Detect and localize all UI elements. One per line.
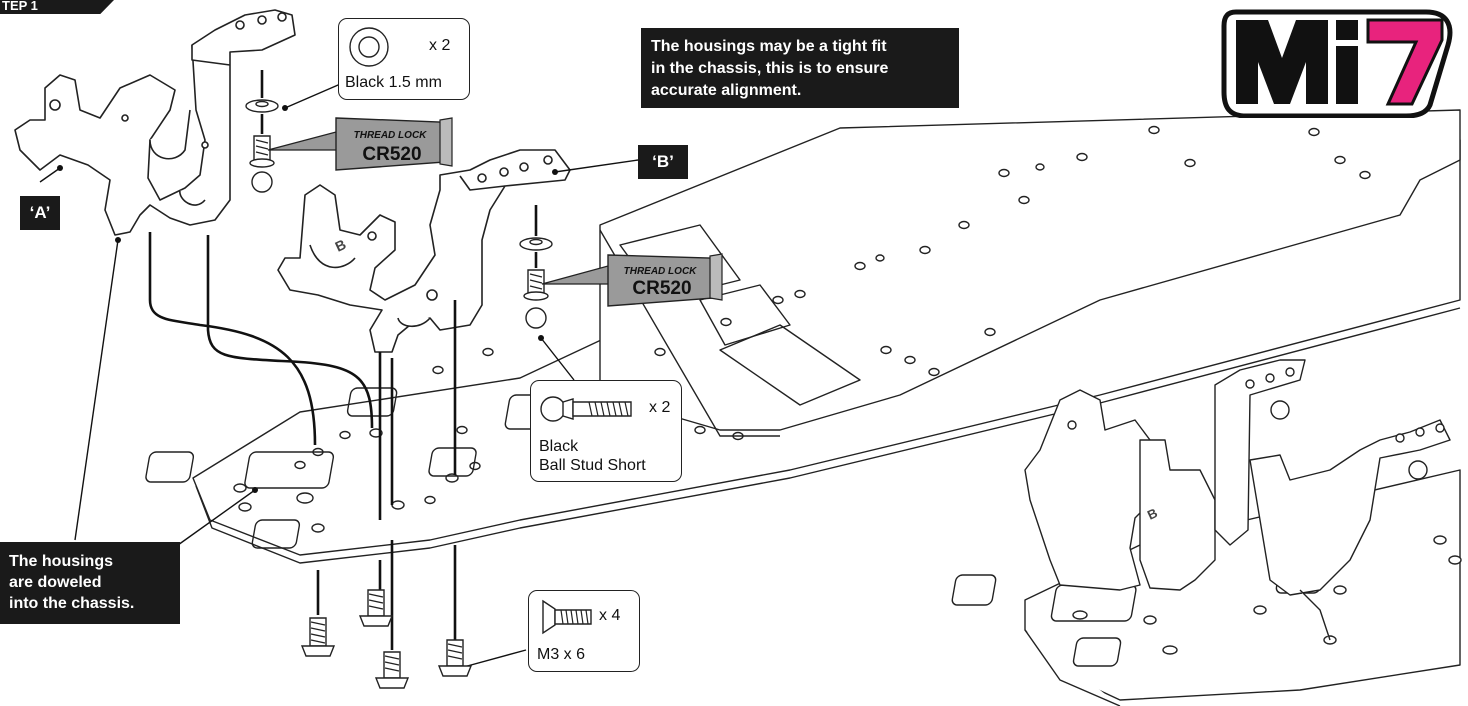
screw-name: M3 x 6 [537,646,586,663]
thread-lock-code-1: CR520 [362,144,421,165]
ballstud-line1: Black [539,438,579,455]
part-box-ballstud: x 2 Black Ball Stud Short [530,380,682,482]
note-fit-line2: in the chassis, this is to ensure [651,60,889,77]
thread-lock-code-2: CR520 [632,278,691,299]
ballstud-qty: x 2 [649,399,671,416]
ballstud-line2: Ball Stud Short [539,457,646,474]
thread-lock-tube-1: THREAD LOCK CR520 [267,117,453,171]
thread-lock-brand-1: THREAD LOCK [354,130,428,141]
label-b: ‘B’ [638,145,688,179]
thread-lock-brand-2: THREAD LOCK [624,266,698,277]
housing-b: B [277,149,571,353]
screw-qty: x 4 [599,607,621,624]
note-dowel-line3: into the chassis. [9,595,135,612]
shim-qty: x 2 [429,37,451,54]
part-box-shim: x 2 Black 1.5 mm [338,18,470,100]
part-box-screw: x 4 M3 x 6 [528,590,640,672]
shim-icon [349,27,389,67]
ball-stud-icon [540,396,632,422]
note-fit-line3: accurate alignment. [651,82,802,99]
bottom-screws [300,589,473,689]
housing-a [14,9,296,236]
note-dowel-line1: The housings [9,553,113,570]
note-doweled: The housings are doweled into the chassi… [0,542,180,624]
note-tight-fit: The housings may be a tight fit in the c… [641,28,959,108]
assembled-preview: B [951,359,1462,706]
thread-lock-tube-2: THREAD LOCK CR520 [541,253,723,307]
mi7-logo [1221,9,1453,118]
note-fit-line1: The housings may be a tight fit [651,38,887,55]
countersunk-screw-icon [542,599,592,635]
label-a: ‘A’ [20,196,60,230]
shim-name: Black 1.5 mm [345,74,442,91]
note-dowel-line2: are doweled [9,574,102,591]
step-label: TEP 1 [0,0,114,14]
